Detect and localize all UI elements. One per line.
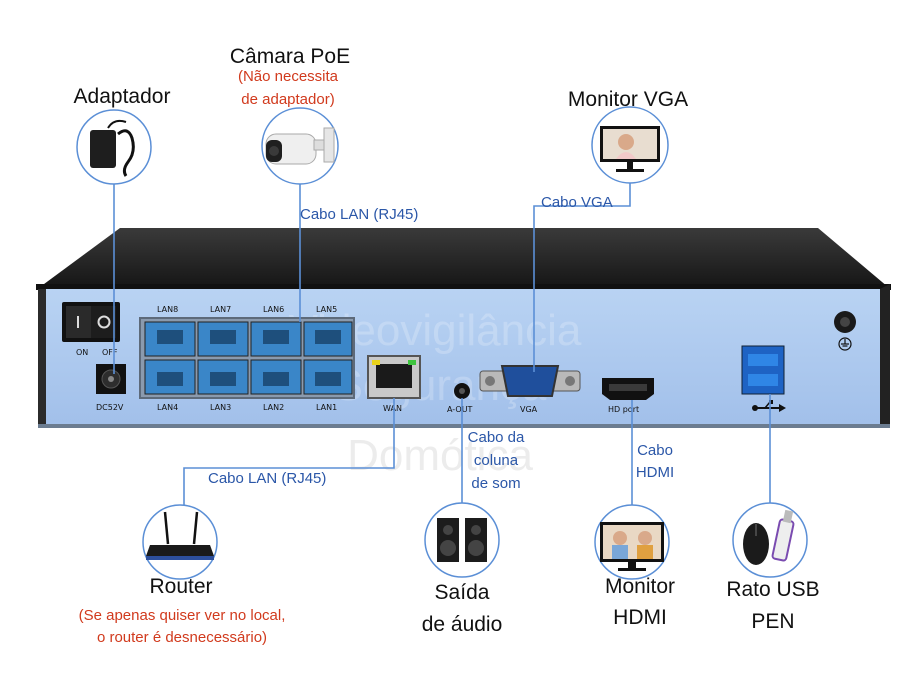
camera-callout: Câmara PoE (Não necessita de adaptador) … — [230, 45, 419, 223]
power-off-symbol — [97, 315, 111, 329]
audio-cable-label-1: Cabo da — [468, 429, 525, 446]
hdmi-monitor-title-line-2: HDMI — [613, 606, 667, 629]
vga-monitor-callout: Monitor VGA Cabo VGA — [541, 88, 688, 211]
lan-label-bottom-3: LAN2 — [263, 403, 284, 412]
vga-port[interactable]: VGA — [479, 365, 581, 414]
router-note-line-1: (Se apenas quiser ver no local, — [79, 607, 286, 624]
lan6-port[interactable] — [250, 321, 302, 357]
nvr-top-cover — [40, 228, 888, 287]
dc-power-jack[interactable]: DC52V — [96, 364, 126, 412]
hdport-label: HD port — [608, 405, 639, 414]
power-off-label: OFF — [102, 348, 118, 357]
vga-label: VGA — [520, 405, 538, 414]
wan-label: WAN — [383, 404, 402, 413]
lan-label-bottom-1: LAN4 — [157, 403, 178, 412]
hdmi-monitor-icon — [600, 522, 664, 571]
lan-label-top-4: LAN5 — [316, 305, 337, 314]
power-on-label: ON — [76, 348, 88, 357]
camera-note-line-1: (Não necessita — [238, 68, 339, 85]
vga-cable-label: Cabo VGA — [541, 194, 613, 211]
audio-cable-label-2: coluna — [474, 452, 519, 469]
usb-ports[interactable] — [741, 345, 786, 412]
ground-symbol-icon — [838, 337, 852, 351]
usb-mouse-callout: Rato USB PEN — [726, 502, 820, 633]
adapter-callout: Adaptador — [74, 85, 171, 185]
watermark-line-3: Domótica — [347, 431, 533, 480]
vga-line — [533, 176, 631, 372]
mouse-usb-pen-icon — [743, 509, 795, 565]
speaker-icon — [437, 518, 487, 562]
hdmi-cable-label-1: Cabo — [637, 442, 673, 459]
dc-label: DC52V — [96, 403, 124, 412]
lan-bottom-cable-label: Cabo LAN (RJ45) — [208, 470, 326, 487]
usb-mouse-title-line-1: Rato USB — [726, 578, 819, 601]
hdmi-port[interactable]: HD port — [602, 378, 654, 414]
usb-port-block — [741, 345, 785, 395]
lan-label-bottom-2: LAN3 — [210, 403, 231, 412]
router-icon — [146, 511, 214, 560]
audio-title-line-2: de áudio — [422, 613, 503, 636]
router-note-line-2: o router é desnecessário) — [97, 629, 267, 646]
hdmi-cable-label-2: HDMI — [636, 464, 674, 481]
lan-label-bottom-4: LAN1 — [316, 403, 337, 412]
lan-port-block: LAN8 LAN7 LAN6 LAN5 LAN4 LAN3 LAN2 LAN1 — [139, 305, 355, 412]
hdmi-monitor-callout: Cabo HDMI Monitor HDMI — [594, 442, 675, 629]
power-adapter-icon — [90, 119, 135, 177]
lan1-port[interactable] — [303, 359, 353, 395]
usb-mouse-title-line-2: PEN — [751, 610, 794, 633]
usb-symbol-icon — [752, 400, 786, 412]
audio-title-line-1: Saída — [435, 581, 490, 604]
lan-label-top-2: LAN7 — [210, 305, 231, 314]
audio-callout: Cabo da coluna de som Saída de áudio — [422, 429, 525, 636]
router-callout: Cabo LAN (RJ45) Router (Se apenas quiser… — [79, 470, 327, 646]
lan-top-cable-label: Cabo LAN (RJ45) — [300, 206, 418, 223]
lan-label-top-3: LAN6 — [263, 305, 284, 314]
adapter-title: Adaptador — [74, 85, 171, 108]
wan-port[interactable]: WAN — [367, 355, 421, 413]
hdmi-monitor-title-line-1: Monitor — [605, 575, 675, 598]
connection-lines — [113, 176, 771, 505]
router-title: Router — [149, 575, 212, 598]
camera-title: Câmara PoE — [230, 45, 350, 68]
router-line — [183, 398, 395, 505]
audio-cable-label-3: de som — [471, 475, 520, 492]
vga-monitor-title: Monitor VGA — [568, 88, 688, 111]
camera-note-line-2: de adaptador) — [241, 91, 334, 108]
vga-monitor-icon — [600, 126, 660, 172]
audio-out-port[interactable]: A-OUT — [447, 383, 473, 414]
aout-label: A-OUT — [447, 405, 473, 414]
lan-label-top-1: LAN8 — [157, 305, 178, 314]
poe-camera-icon — [265, 127, 335, 165]
power-switch[interactable]: ON OFF — [62, 302, 120, 357]
ground-terminal — [834, 311, 856, 351]
